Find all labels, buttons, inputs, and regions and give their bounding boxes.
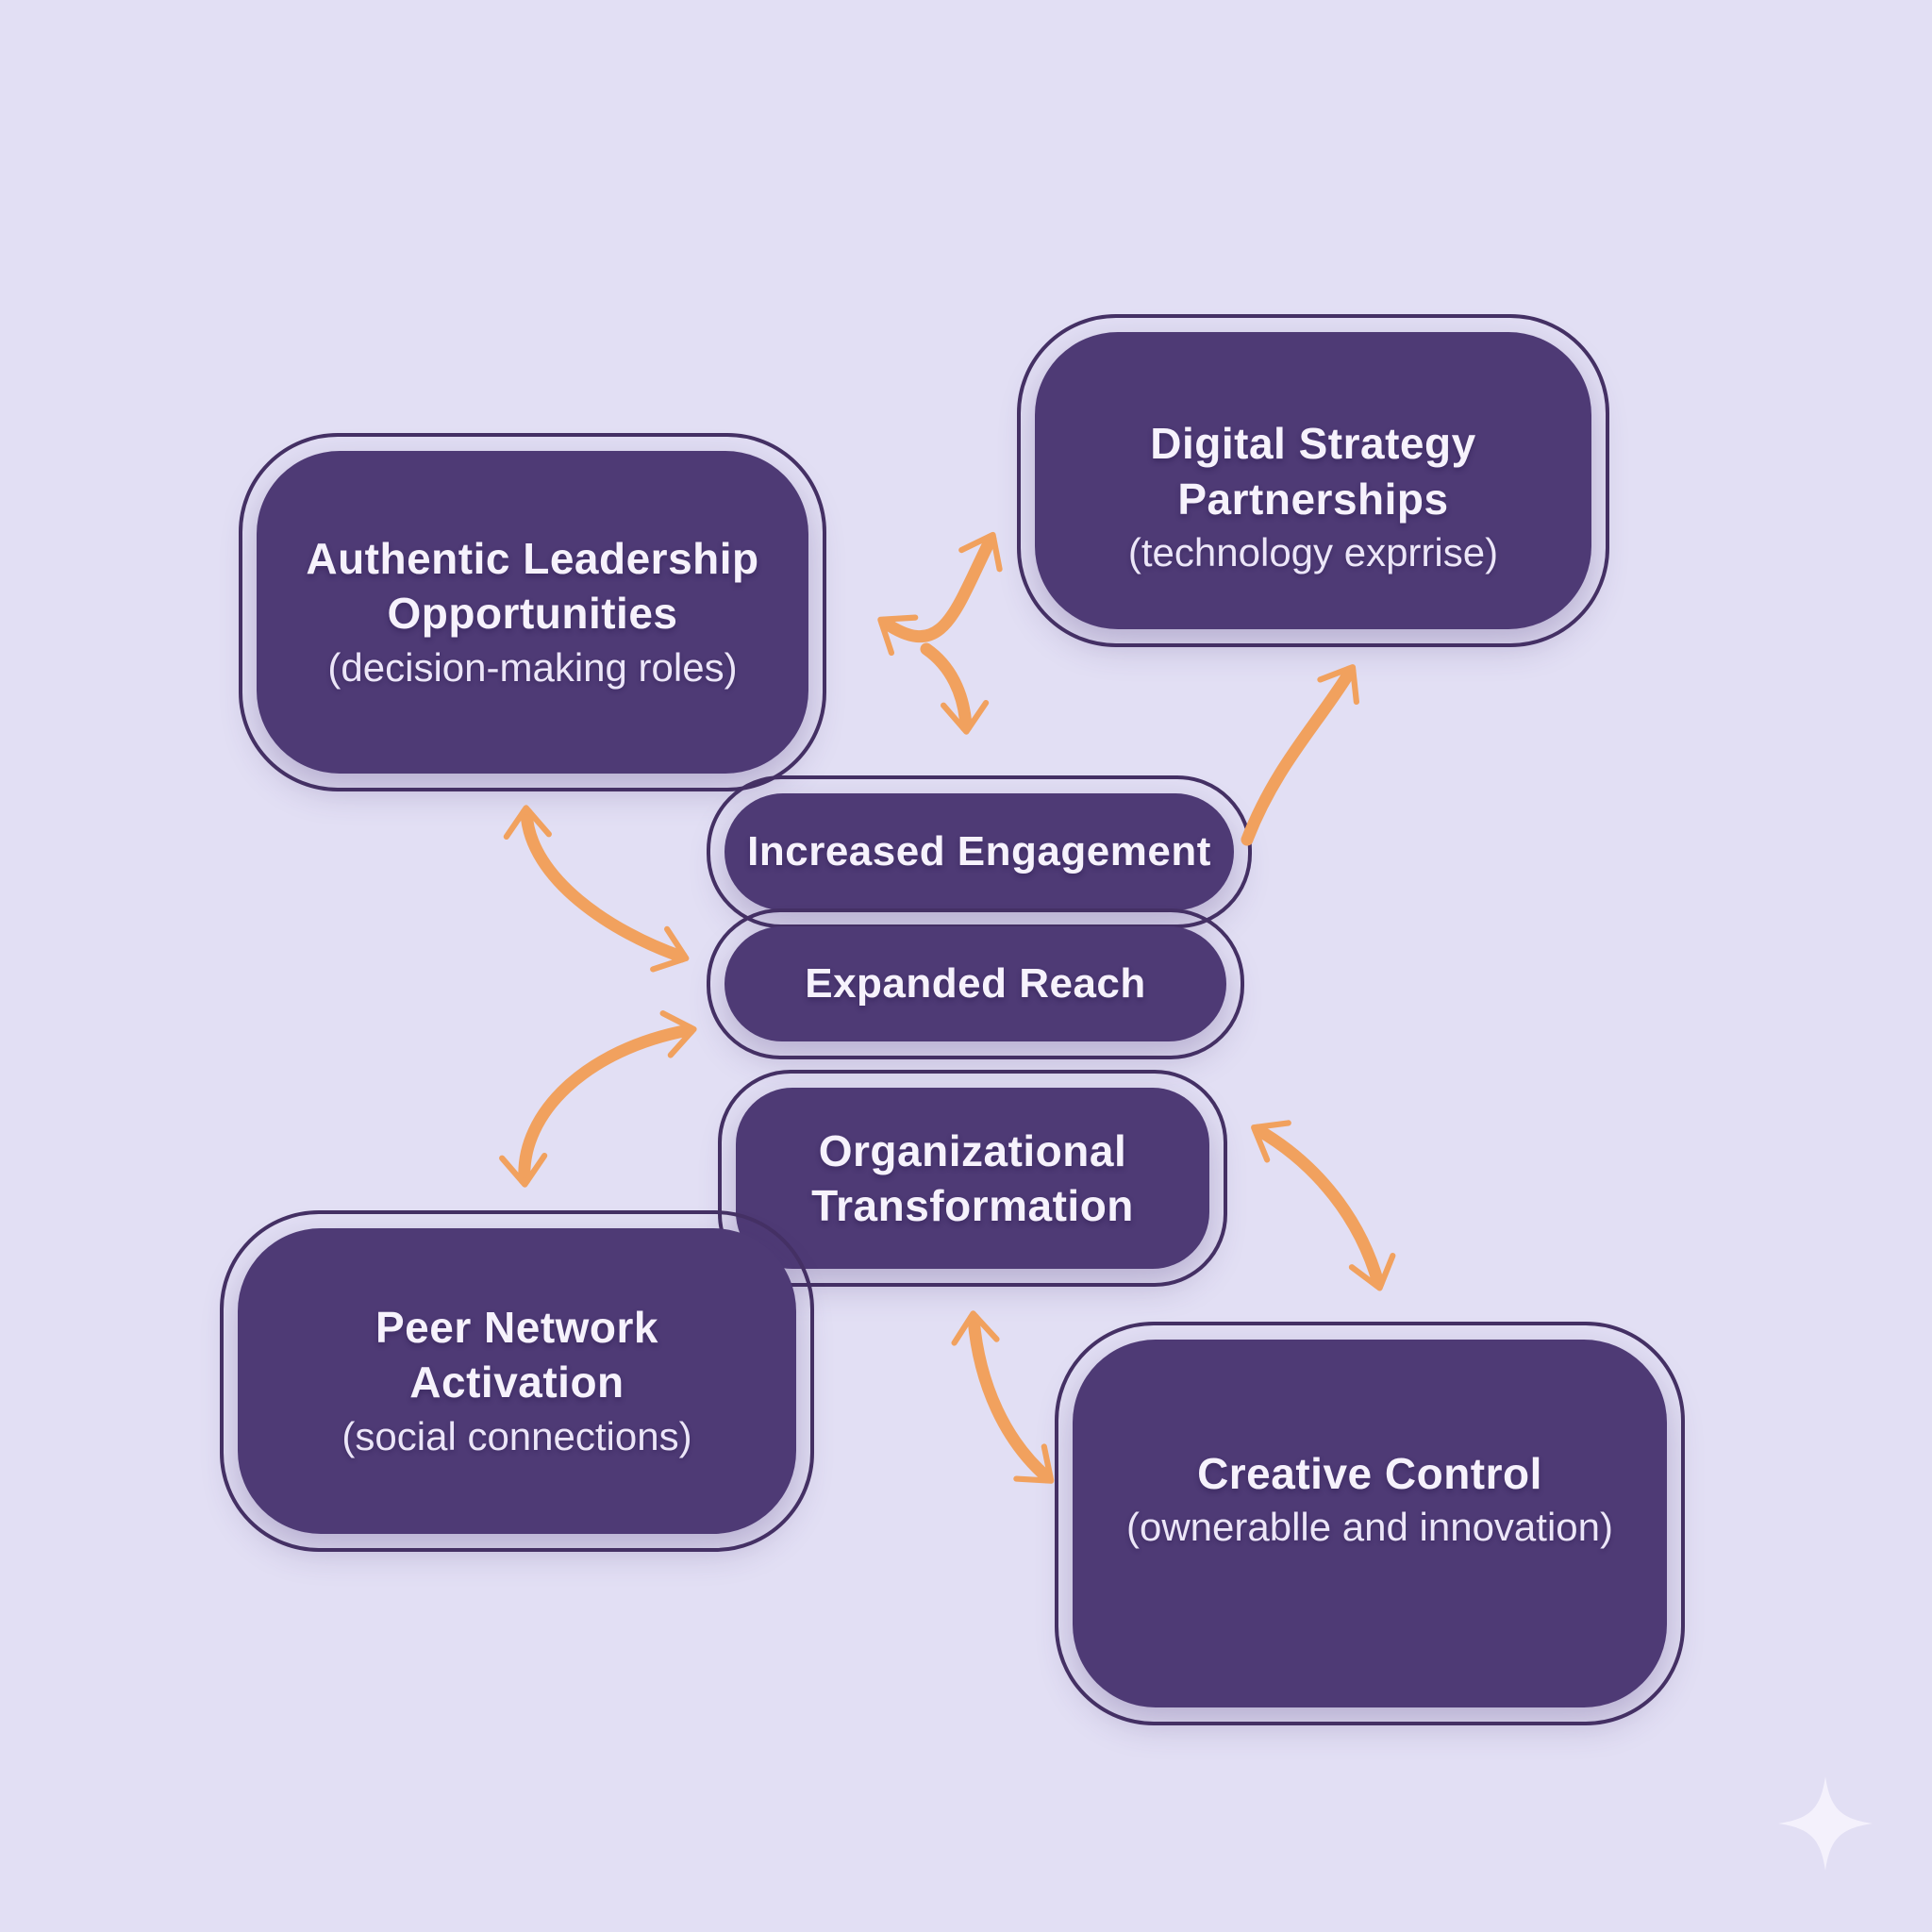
- node-peer-network-activation: Peer Network Activation (social connecti…: [220, 1210, 814, 1552]
- node-expanded-reach: Expanded Reach: [707, 908, 1244, 1059]
- sparkle-icon: [1778, 1776, 1873, 1871]
- arrow-authentic-reach: [503, 805, 690, 973]
- node-subtitle: (ownerablle and innovation): [1126, 1505, 1613, 1550]
- arrow-org-creative-top: [1251, 1120, 1396, 1291]
- node-subtitle: (technology exprrise): [1127, 530, 1499, 575]
- node-subtitle: (social connections): [341, 1413, 692, 1458]
- node-subtitle: (decision-making roles): [327, 644, 738, 690]
- node-creative-control: Creative Control (ownerablle and innovat…: [1055, 1322, 1685, 1725]
- node-title: Authentic Leadership Opportunities: [306, 533, 759, 639]
- node-title: Peer Network Activation: [375, 1302, 658, 1407]
- arrow-reach-peer: [499, 1010, 697, 1188]
- arrow-authentic-digital: [877, 531, 1003, 657]
- node-authentic-leadership: Authentic Leadership Opportunities (deci…: [239, 433, 826, 791]
- arrow-org-creative-left: [951, 1310, 1055, 1484]
- node-title: Organizational Transformation: [811, 1125, 1134, 1230]
- arrow-authentic-engagement: [920, 642, 990, 735]
- node-title: Creative Control: [1197, 1449, 1542, 1499]
- node-title: Digital Strategy Partnerships: [1150, 419, 1476, 524]
- node-title: Increased Engagement: [747, 828, 1211, 875]
- node-title: Expanded Reach: [805, 960, 1146, 1008]
- arrow-engagement-digital: [1241, 664, 1359, 846]
- node-increased-engagement: Increased Engagement: [707, 775, 1252, 928]
- node-organizational-transformation: Organizational Transformation: [718, 1070, 1227, 1287]
- node-digital-strategy: Digital Strategy Partnerships (technolog…: [1017, 314, 1609, 647]
